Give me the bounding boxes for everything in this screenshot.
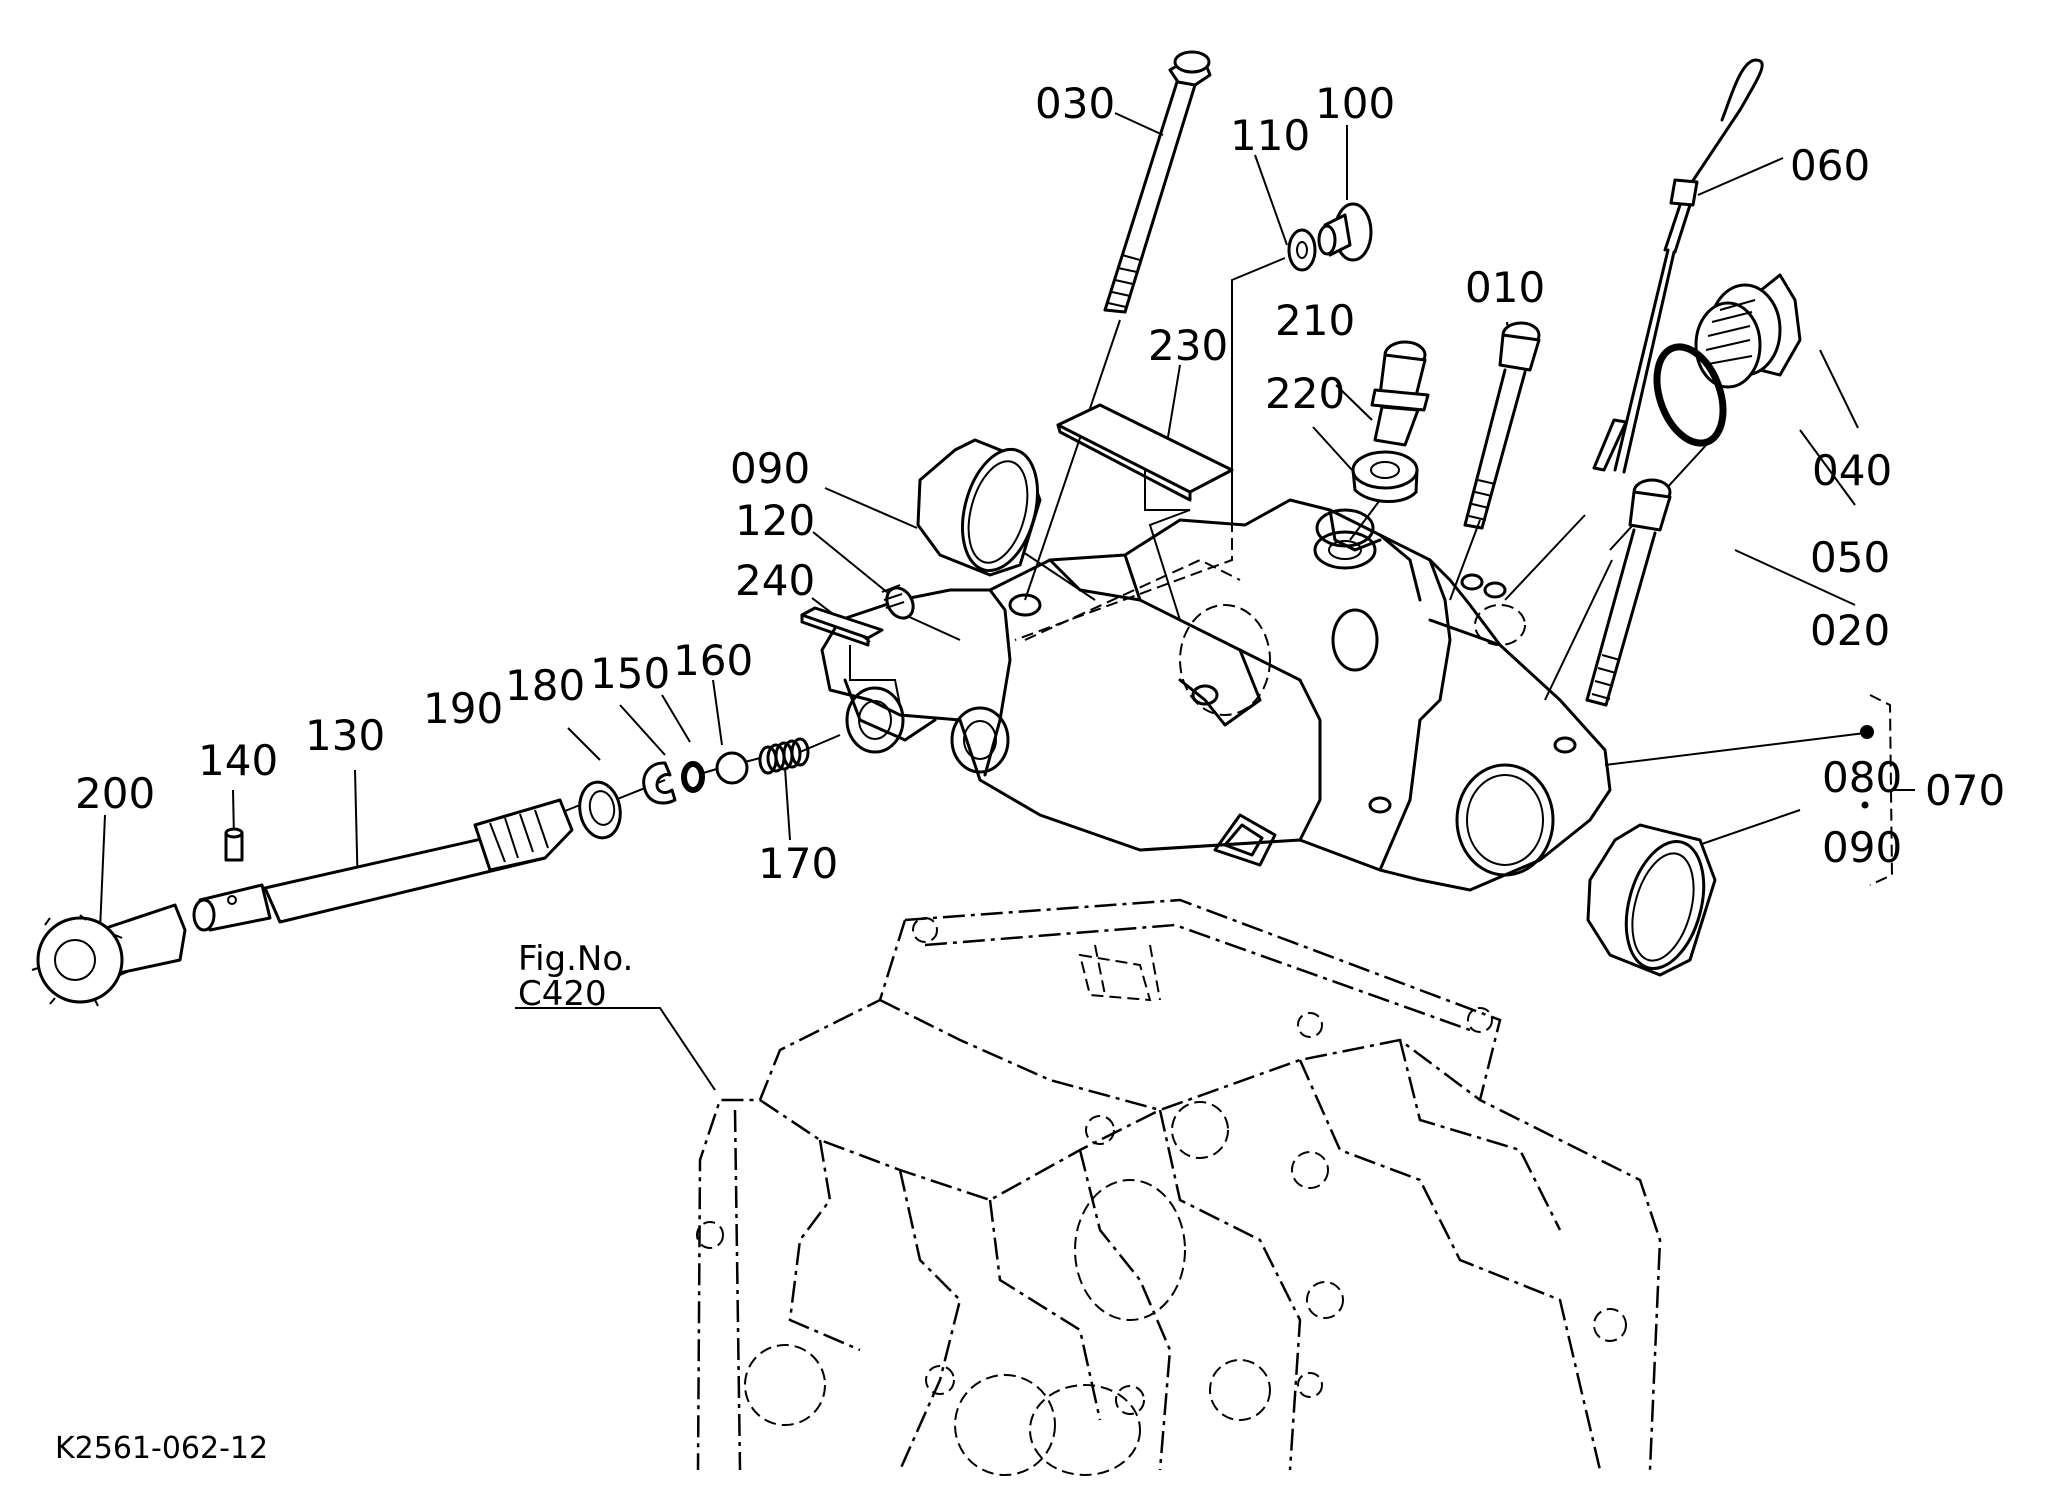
fig-ref-line1: Fig.No. bbox=[518, 939, 633, 979]
label-030: 030 bbox=[1035, 79, 1115, 128]
label-180: 180 bbox=[505, 661, 585, 710]
group-bracket-070 bbox=[1869, 694, 1915, 886]
label-200: 200 bbox=[75, 769, 155, 818]
plate-230 bbox=[1056, 403, 1234, 502]
shaft-130 bbox=[192, 798, 574, 932]
spring-170 bbox=[758, 737, 810, 775]
label-050: 050 bbox=[1810, 533, 1890, 582]
plug-100 bbox=[1317, 202, 1373, 262]
washer-190 bbox=[578, 780, 622, 840]
label-240: 240 bbox=[735, 556, 815, 605]
figure-id: K2561-062-12 bbox=[55, 1431, 268, 1466]
label-150: 150 bbox=[590, 649, 670, 698]
o-ring-050 bbox=[1653, 343, 1727, 447]
label-170: 170 bbox=[758, 839, 838, 888]
washer-110 bbox=[1287, 228, 1317, 272]
label-140: 140 bbox=[198, 736, 278, 785]
label-060: 060 bbox=[1790, 141, 1870, 190]
bolt-010 bbox=[1463, 321, 1541, 530]
label-020: 020 bbox=[1810, 606, 1890, 655]
bushing-090-upper bbox=[916, 438, 1042, 577]
bolt-030 bbox=[1103, 50, 1212, 314]
label-010: 010 bbox=[1465, 263, 1545, 312]
bushing-090-lower bbox=[1586, 823, 1717, 977]
label-220: 220 bbox=[1265, 369, 1345, 418]
reference-dot-080 bbox=[1860, 725, 1874, 739]
seal-220 bbox=[1351, 450, 1419, 503]
dipstick-060 bbox=[1592, 58, 1764, 474]
label-100: 100 bbox=[1315, 79, 1395, 128]
transmission-case-outline bbox=[696, 898, 1662, 1476]
pin-210 bbox=[1370, 340, 1430, 447]
label-110: 110 bbox=[1230, 111, 1310, 160]
knob-200 bbox=[31, 903, 187, 1007]
label-120: 120 bbox=[735, 496, 815, 545]
label-090-upper: 090 bbox=[730, 444, 810, 493]
fig-ref-line2: C420 bbox=[518, 974, 607, 1014]
plate-240 bbox=[800, 606, 884, 647]
plug-120 bbox=[881, 584, 915, 620]
label-210: 210 bbox=[1275, 296, 1355, 345]
circlip-180 bbox=[642, 761, 677, 805]
label-230: 230 bbox=[1148, 321, 1228, 370]
housing-080 bbox=[820, 498, 1612, 892]
label-090-lower: 090 bbox=[1822, 823, 1902, 872]
bolt-020 bbox=[1585, 478, 1672, 707]
ball-160 bbox=[715, 751, 749, 785]
label-130: 130 bbox=[305, 711, 385, 760]
label-190: 190 bbox=[423, 684, 503, 733]
label-080: 080 bbox=[1822, 753, 1902, 802]
spring-pin-140 bbox=[224, 827, 244, 862]
o-ring-150 bbox=[681, 761, 705, 793]
part-labels: 030 110 100 060 010 210 230 220 040 090 … bbox=[55, 79, 2005, 1466]
label-040: 040 bbox=[1812, 446, 1892, 495]
label-070: 070 bbox=[1925, 766, 2005, 815]
label-160: 160 bbox=[673, 636, 753, 685]
